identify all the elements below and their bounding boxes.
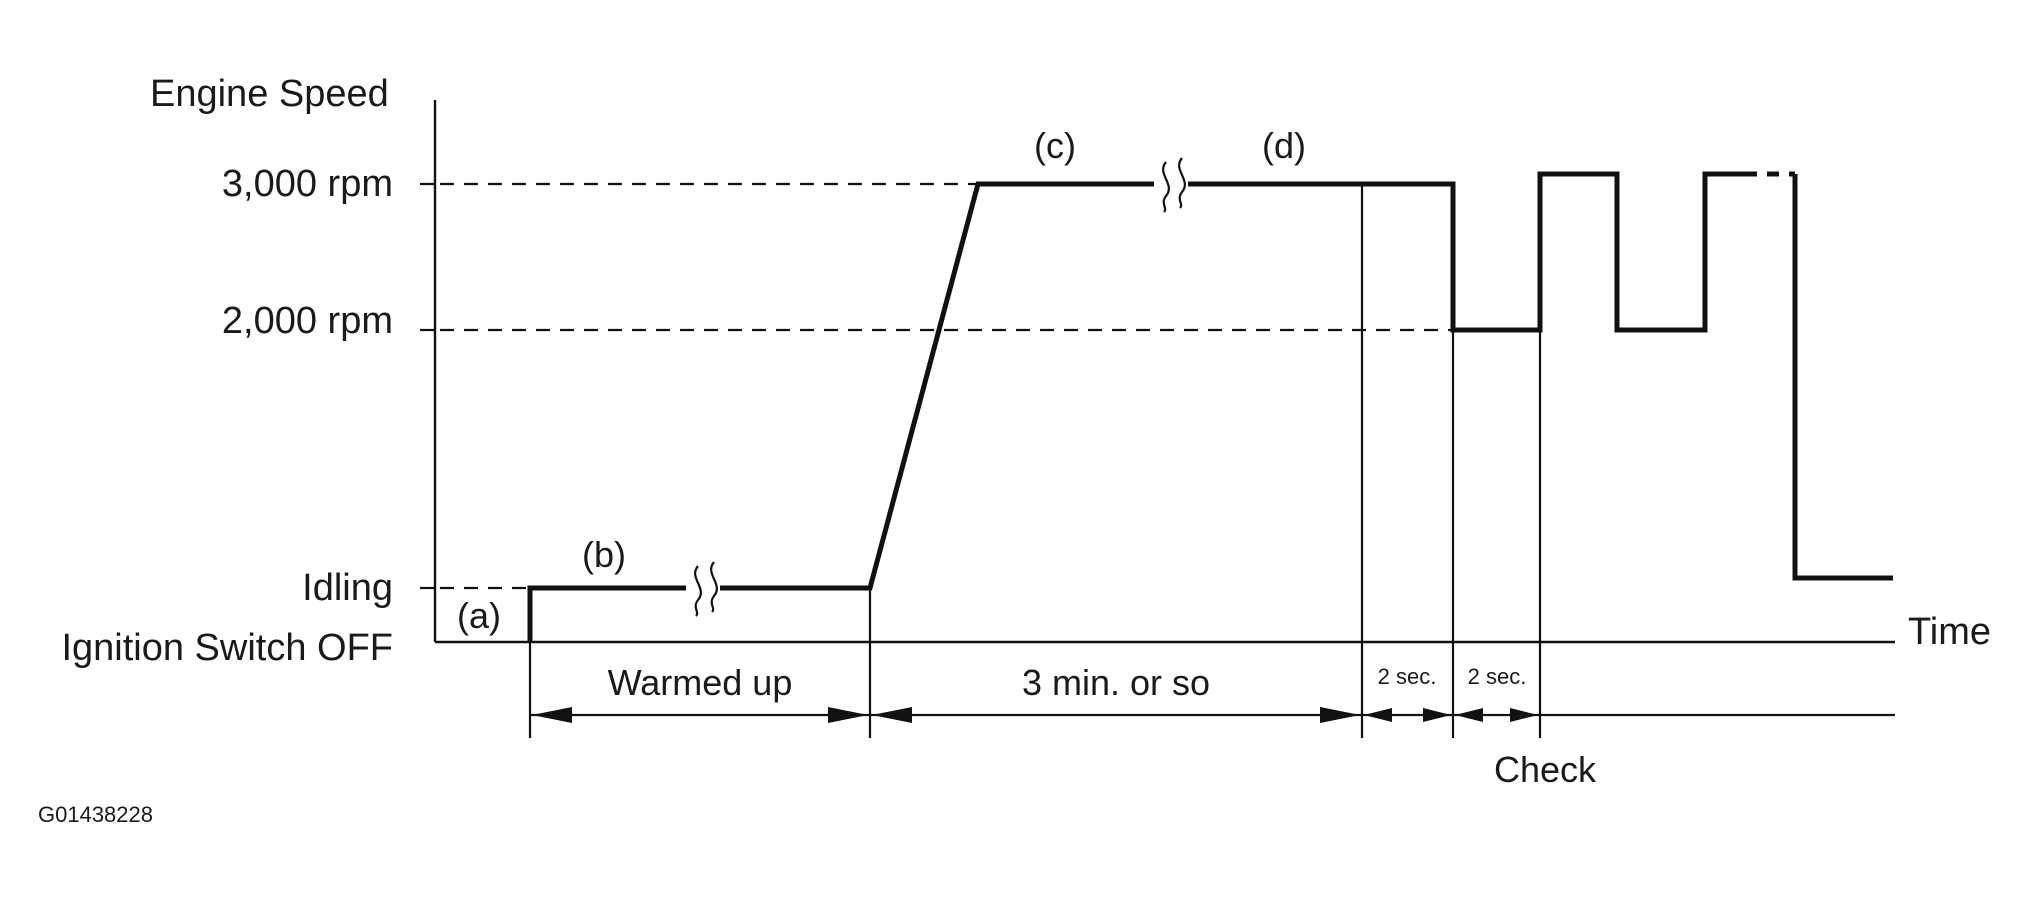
break-symbol-3000: [1154, 157, 1188, 213]
phase-2sec-2-label: 2 sec.: [1468, 664, 1527, 689]
arrow-warmup-right: [828, 707, 868, 723]
arrow-2sec2-left: [1455, 708, 1483, 722]
marker-b: (b): [582, 534, 626, 575]
speed-trace-end: [1792, 174, 1893, 581]
arrow-2sec1-left: [1364, 708, 1392, 722]
arrow-hold-right: [1320, 707, 1360, 723]
figure-code: G01438228: [38, 802, 153, 827]
marker-d: (d): [1262, 125, 1306, 166]
y-axis-title: Engine Speed: [150, 73, 389, 115]
arrow-2sec1-right: [1423, 708, 1451, 722]
phase-check-label: Check: [1494, 749, 1597, 790]
level-idling-label: Idling: [302, 567, 393, 609]
level-2000-label: 2,000 rpm: [222, 300, 393, 342]
level-ignition-off-label: Ignition Switch OFF: [61, 627, 393, 669]
phase-warmup-label: Warmed up: [608, 662, 793, 703]
arrow-warmup-left: [532, 707, 572, 723]
arrow-hold-left: [872, 707, 912, 723]
phase-2sec-1-label: 2 sec.: [1378, 664, 1437, 689]
break-symbol-idle: [686, 561, 720, 617]
marker-a: (a): [457, 595, 501, 636]
marker-c: (c): [1034, 125, 1076, 166]
x-axis-title: Time: [1908, 611, 1991, 653]
arrow-2sec2-right: [1510, 708, 1538, 722]
level-3000-label: 3,000 rpm: [222, 163, 393, 205]
phase-hold-label: 3 min. or so: [1022, 662, 1210, 703]
